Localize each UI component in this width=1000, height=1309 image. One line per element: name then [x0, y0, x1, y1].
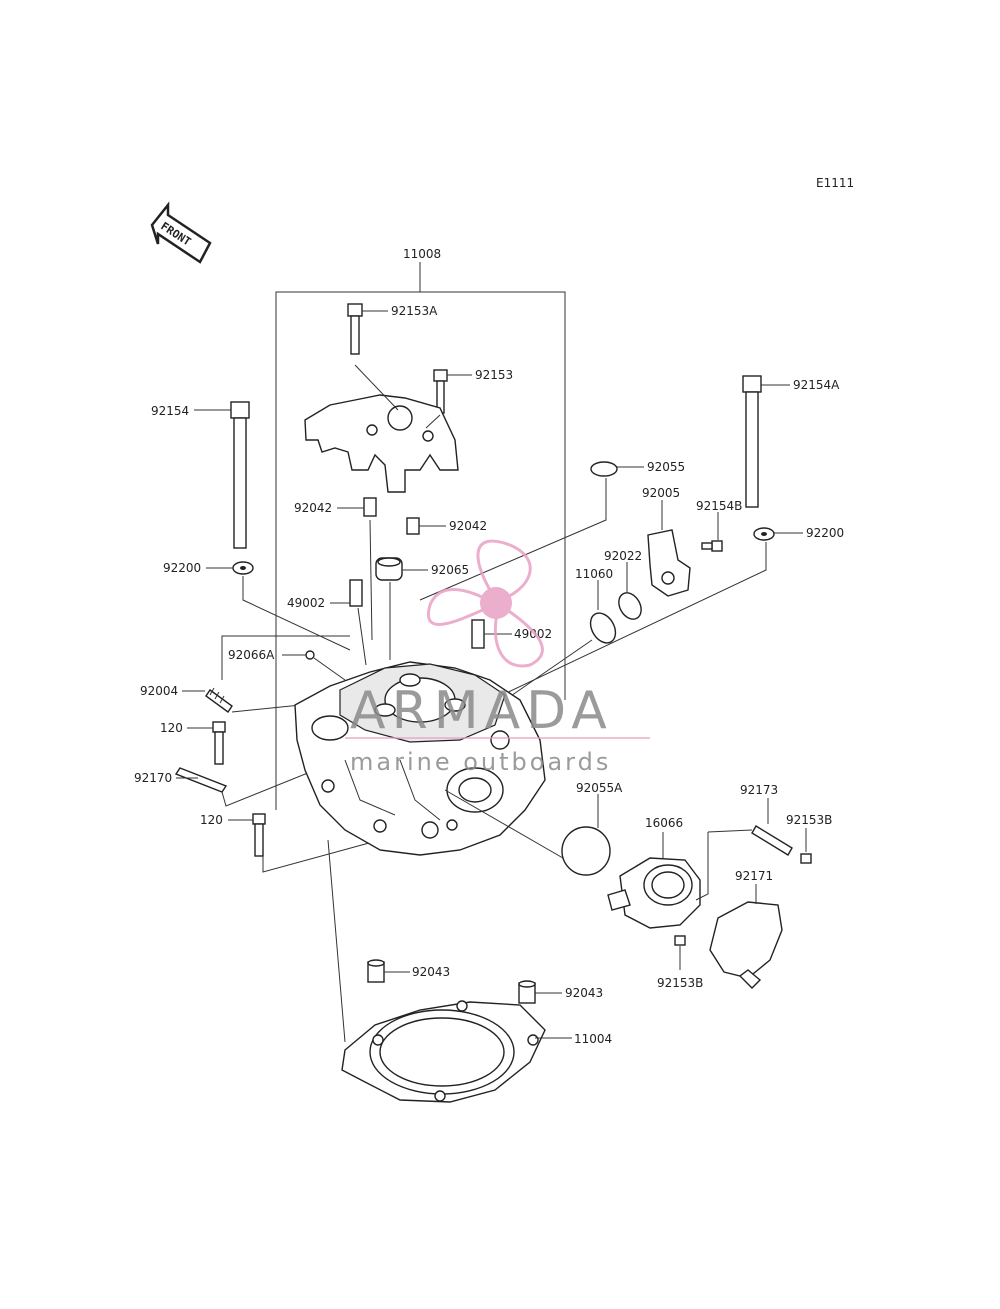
label-11008: 11008 — [403, 247, 441, 261]
dowel-92042-right — [406, 517, 446, 535]
bolt-92153 — [433, 369, 472, 414]
label-92065: 92065 — [431, 563, 469, 577]
diagram-code: E1111 — [816, 176, 854, 190]
assembly-bracket-11008 — [275, 262, 566, 810]
bolt-120-top — [187, 721, 226, 765]
label-92055: 92055 — [647, 460, 685, 474]
screw-92153b-bottom — [674, 935, 686, 970]
label-92042-right: 92042 — [449, 519, 487, 533]
label-92043-left: 92043 — [412, 965, 450, 979]
bolt-92153a — [347, 303, 388, 355]
camshaft-cap — [304, 364, 459, 493]
label-92154a: 92154A — [793, 378, 840, 392]
dowel-92042-left — [337, 497, 377, 641]
label-92153b-right: 92153B — [786, 813, 832, 827]
gasket-11004 — [341, 1000, 572, 1103]
spring-92004 — [182, 687, 351, 713]
propeller-logo-icon — [426, 539, 544, 668]
label-92005: 92005 — [642, 486, 680, 500]
label-92055a: 92055A — [576, 781, 623, 795]
gasket-lead-line — [327, 839, 346, 1043]
label-92042-left: 92042 — [294, 501, 332, 515]
label-92022: 92022 — [604, 549, 642, 563]
label-92171: 92171 — [735, 869, 773, 883]
plate-92170 — [174, 759, 341, 807]
label-16066: 16066 — [645, 816, 683, 830]
valve-guide-49002-left — [330, 579, 367, 666]
label-11004: 11004 — [574, 1032, 612, 1046]
watermark: ARMADA marine outboards — [345, 539, 650, 776]
label-92154: 92154 — [151, 404, 189, 418]
o-ring-92055a — [561, 794, 611, 876]
plate-92173 — [695, 798, 793, 901]
label-11060: 11060 — [575, 567, 613, 581]
seal-11060 — [504, 580, 617, 701]
label-92173: 92173 — [740, 783, 778, 797]
bolt-120-bottom — [228, 813, 381, 873]
valve-guide-49002-right — [471, 619, 512, 649]
dowel-92043-right — [518, 980, 562, 1004]
dowel-92043-left — [367, 959, 410, 983]
bolt-92154b — [701, 512, 723, 552]
stud-92154 — [194, 401, 250, 549]
label-92200-left: 92200 — [163, 561, 201, 575]
clamp-92171 — [709, 884, 783, 989]
housing-92005 — [647, 500, 691, 597]
label-92170: 92170 — [134, 771, 172, 785]
label-92066a: 92066A — [228, 648, 275, 662]
cylinder-head — [294, 661, 576, 866]
watermark-tagline: marine outboards — [350, 748, 611, 776]
label-92154b: 92154B — [696, 499, 742, 513]
label-92043-right: 92043 — [565, 986, 603, 1000]
washer-92200-left — [206, 561, 351, 651]
label-120-bottom: 120 — [200, 813, 223, 827]
label-49002-left: 49002 — [287, 596, 325, 610]
washer-92200-right — [501, 527, 803, 696]
label-120-top: 120 — [160, 721, 183, 735]
front-arrow-icon: FRONT — [150, 201, 212, 264]
o-ring-92022 — [618, 562, 642, 620]
label-92153b-bottom: 92153B — [657, 976, 703, 990]
seal-92065 — [375, 557, 428, 660]
label-92004: 92004 — [140, 684, 178, 698]
label-49002-right: 49002 — [514, 627, 552, 641]
label-92153a: 92153A — [391, 304, 438, 318]
stud-92154a — [742, 375, 790, 508]
label-92153: 92153 — [475, 368, 513, 382]
watermark-brand: ARMADA — [350, 681, 613, 741]
screw-92153b-right — [800, 828, 812, 864]
label-92200-right: 92200 — [806, 526, 844, 540]
plug-92066a — [221, 635, 350, 681]
insulator-16066 — [607, 832, 701, 929]
